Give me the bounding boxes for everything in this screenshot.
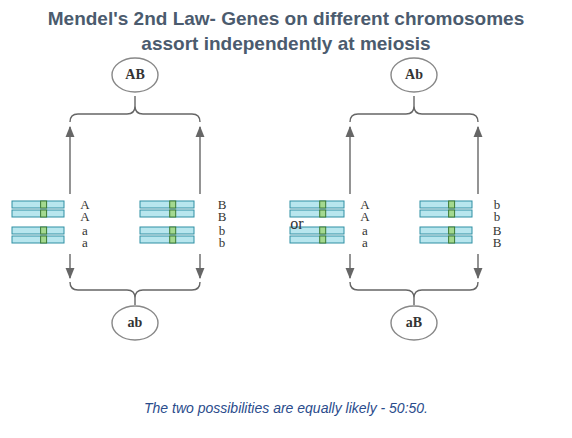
gamete-circle: AB xyxy=(111,57,159,93)
chromosome xyxy=(12,227,64,234)
gamete-circle: ab xyxy=(111,305,159,341)
allele-label: B xyxy=(218,210,227,223)
chromosome xyxy=(290,201,344,208)
title: Mendel's 2nd Law- Genes on different chr… xyxy=(36,6,536,56)
chromosome xyxy=(140,236,194,243)
allele-label: b xyxy=(494,210,501,223)
chromosome xyxy=(420,201,472,208)
chromosome xyxy=(420,236,472,243)
allele-label: A xyxy=(80,210,89,223)
gamete-label: Ab xyxy=(390,67,438,83)
bracket xyxy=(70,96,478,305)
chromosome xyxy=(140,227,194,234)
connector-word: or xyxy=(290,216,303,232)
gamete-label: ab xyxy=(111,315,159,331)
allele-label: B xyxy=(493,236,502,249)
gamete-label: aB xyxy=(390,315,438,331)
chromosome xyxy=(420,227,472,234)
allele-label: b xyxy=(219,236,226,249)
arrow xyxy=(70,127,478,278)
chromosome xyxy=(12,201,64,208)
chromosome xyxy=(420,210,472,217)
gamete-label: AB xyxy=(111,67,159,83)
chromosome xyxy=(140,201,194,208)
chromosome xyxy=(12,210,64,217)
allele-label: A xyxy=(360,210,369,223)
chromosome xyxy=(12,236,64,243)
allele-label: a xyxy=(362,236,368,249)
gamete-circle: aB xyxy=(390,305,438,341)
chromosome xyxy=(140,210,194,217)
gamete-circle: Ab xyxy=(390,57,438,93)
chromosome xyxy=(290,236,344,243)
caption: The two possibilities are equally likely… xyxy=(0,400,572,416)
allele-label: a xyxy=(82,236,88,249)
